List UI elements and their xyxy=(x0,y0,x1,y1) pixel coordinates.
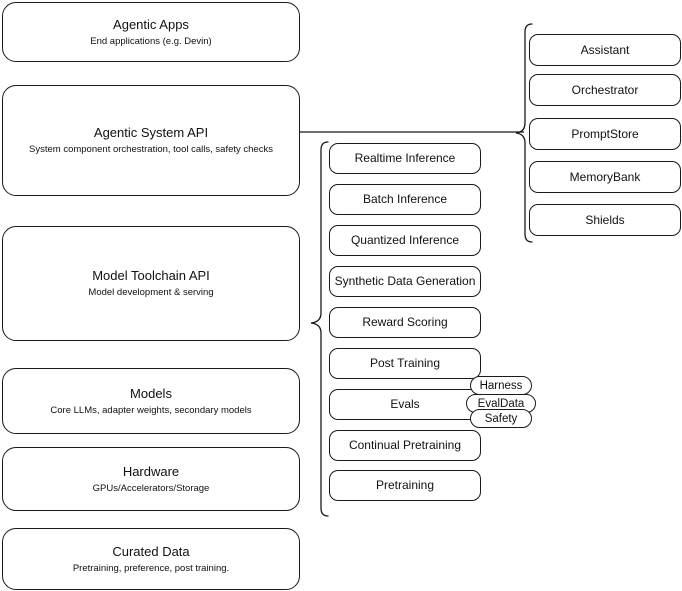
capability-label: Realtime Inference xyxy=(354,151,456,165)
capability-label: Batch Inference xyxy=(362,192,448,206)
capability-label: Post Training xyxy=(369,356,441,370)
layer-title: Hardware xyxy=(122,463,180,479)
component-box-orchestrator[interactable]: Orchestrator xyxy=(529,74,681,106)
capability-box-quantized-inference[interactable]: Quantized Inference xyxy=(329,225,481,256)
component-label: MemoryBank xyxy=(569,169,641,184)
component-box-assistant[interactable]: Assistant xyxy=(529,34,681,66)
capability-label: Reward Scoring xyxy=(362,315,448,329)
layer-box-curated-data[interactable]: Curated Data Pretraining, preference, po… xyxy=(2,528,300,590)
capability-label: Continual Pretraining xyxy=(348,438,462,452)
layer-title: Curated Data xyxy=(112,543,190,559)
layer-subtitle: Pretraining, preference, post training. xyxy=(72,562,230,574)
component-box-shields[interactable]: Shields xyxy=(529,204,681,236)
capability-box-evals[interactable]: Evals xyxy=(329,389,481,420)
capability-label: Synthetic Data Generation xyxy=(334,274,476,288)
evals-badge-harness[interactable]: Harness xyxy=(470,376,532,395)
capability-box-batch-inference[interactable]: Batch Inference xyxy=(329,184,481,215)
layer-box-model-toolchain-api[interactable]: Model Toolchain API Model development & … xyxy=(2,226,300,341)
capability-label: Quantized Inference xyxy=(350,233,460,247)
evals-badge-safety[interactable]: Safety xyxy=(470,409,532,428)
layer-title: Agentic System API xyxy=(93,125,209,140)
component-label: PromptStore xyxy=(571,126,639,141)
layer-subtitle: Core LLMs, adapter weights, secondary mo… xyxy=(50,404,252,416)
capability-box-post-training[interactable]: Post Training xyxy=(329,348,481,379)
capability-label: Pretraining xyxy=(375,478,435,492)
component-label: Orchestrator xyxy=(571,82,639,97)
layer-subtitle: End applications (e.g. Devin) xyxy=(90,35,212,47)
layer-subtitle: GPUs/Accelerators/Storage xyxy=(92,482,210,494)
component-box-memorybank[interactable]: MemoryBank xyxy=(529,161,681,193)
layer-box-models[interactable]: Models Core LLMs, adapter weights, secon… xyxy=(2,368,300,434)
component-label: Assistant xyxy=(580,42,630,57)
capability-box-continual-pretraining[interactable]: Continual Pretraining xyxy=(329,430,481,461)
layer-subtitle: Model development & serving xyxy=(88,287,214,298)
layer-title: Agentic Apps xyxy=(113,16,189,32)
capability-box-synthetic-data-generation[interactable]: Synthetic Data Generation xyxy=(329,266,481,297)
capability-box-realtime-inference[interactable]: Realtime Inference xyxy=(329,143,481,174)
capability-box-pretraining[interactable]: Pretraining xyxy=(329,470,481,501)
bracket-toolchain-capabilities xyxy=(306,138,330,520)
layer-title: Models xyxy=(130,385,172,401)
component-label: Shields xyxy=(585,212,625,227)
component-box-promptstore[interactable]: PromptStore xyxy=(529,118,681,150)
layer-title: Model Toolchain API xyxy=(92,268,210,283)
capability-box-reward-scoring[interactable]: Reward Scoring xyxy=(329,307,481,338)
connector-line-system-api-to-components xyxy=(300,120,532,144)
layer-box-agentic-system-api[interactable]: Agentic System API System component orch… xyxy=(2,85,300,196)
layer-box-agentic-apps[interactable]: Agentic Apps End applications (e.g. Devi… xyxy=(2,2,300,62)
layer-box-hardware[interactable]: Hardware GPUs/Accelerators/Storage xyxy=(2,447,300,511)
layer-subtitle: System component orchestration, tool cal… xyxy=(29,144,273,155)
capability-label: Evals xyxy=(390,397,420,411)
